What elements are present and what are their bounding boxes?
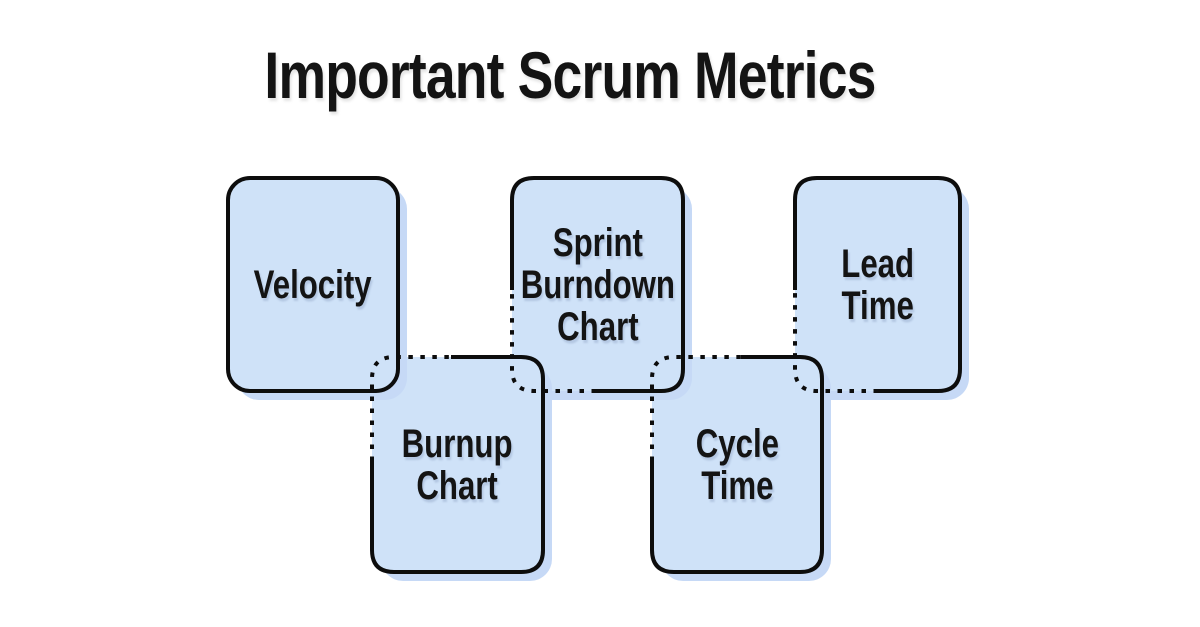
sprint-border-solid [510, 176, 685, 393]
card-cycle-time [652, 357, 831, 581]
card-velocity [228, 178, 407, 400]
card-fill [795, 178, 960, 391]
card-fill [512, 178, 683, 391]
card-burnup-chart [372, 357, 552, 581]
card-borders [226, 176, 962, 574]
cycle-border-dashed [650, 355, 741, 461]
card-fill [372, 357, 543, 572]
lead-border-dashed [793, 290, 878, 393]
page-title: Important Scrum Metrics [264, 38, 876, 112]
burnup-border-dashed [370, 355, 451, 461]
card-fill [652, 357, 822, 572]
card-lead-time [795, 178, 969, 400]
sprint-border-dashed [510, 290, 596, 393]
card-fill [228, 178, 398, 391]
cycle-border-solid [650, 355, 824, 574]
card-sprint-burndown [512, 178, 692, 400]
burnup-border-solid [370, 355, 545, 574]
velocity-border-solid [226, 176, 400, 393]
lead-border-solid [793, 176, 962, 393]
